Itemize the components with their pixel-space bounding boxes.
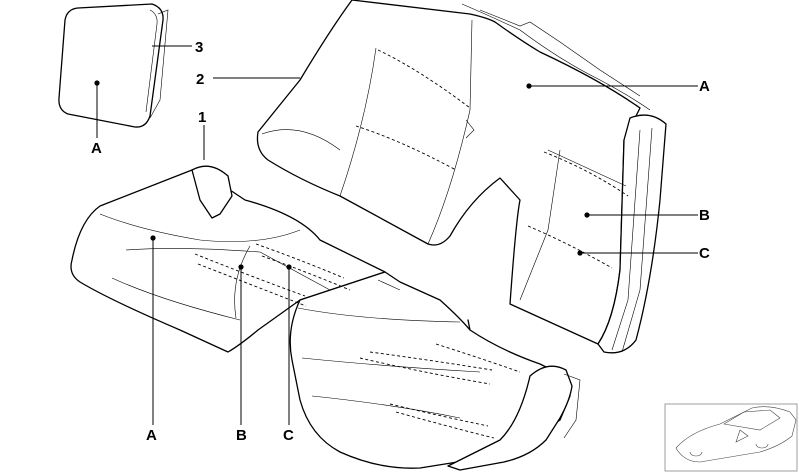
callout-cushion-c: C — [283, 427, 294, 444]
callout-part-3: 3 — [195, 39, 203, 56]
leader-lines — [96, 45, 698, 425]
vehicle-locator-thumbnail — [664, 403, 798, 472]
callout-part-2: 2 — [196, 71, 204, 88]
callout-headrest-a: A — [91, 140, 102, 157]
callout-backrest-c: C — [699, 245, 710, 262]
callout-cushion-a: A — [146, 427, 157, 444]
callout-cushion-b: B — [236, 427, 247, 444]
callout-backrest-b: B — [699, 207, 710, 224]
seat-cushion — [70, 165, 581, 471]
callout-part-1: 1 — [198, 109, 206, 126]
headrest — [58, 3, 169, 128]
callout-backrest-a: A — [699, 78, 710, 95]
